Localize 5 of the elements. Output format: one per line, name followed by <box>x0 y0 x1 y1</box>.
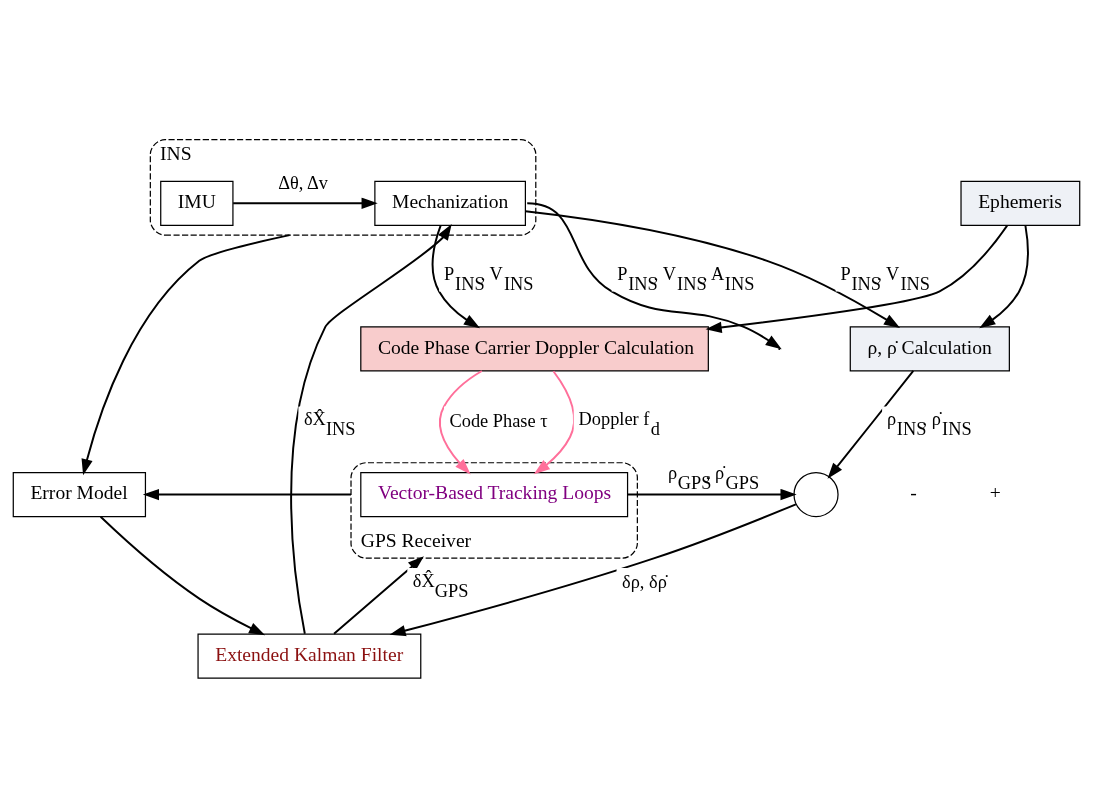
node-label: - <box>910 482 917 504</box>
edge-label: δρ, δρ̇ <box>622 572 667 593</box>
node-label: + <box>989 482 1001 504</box>
edge-label: Code Phase τ <box>449 410 548 431</box>
edge-label: Δθ, Δv <box>278 173 328 194</box>
